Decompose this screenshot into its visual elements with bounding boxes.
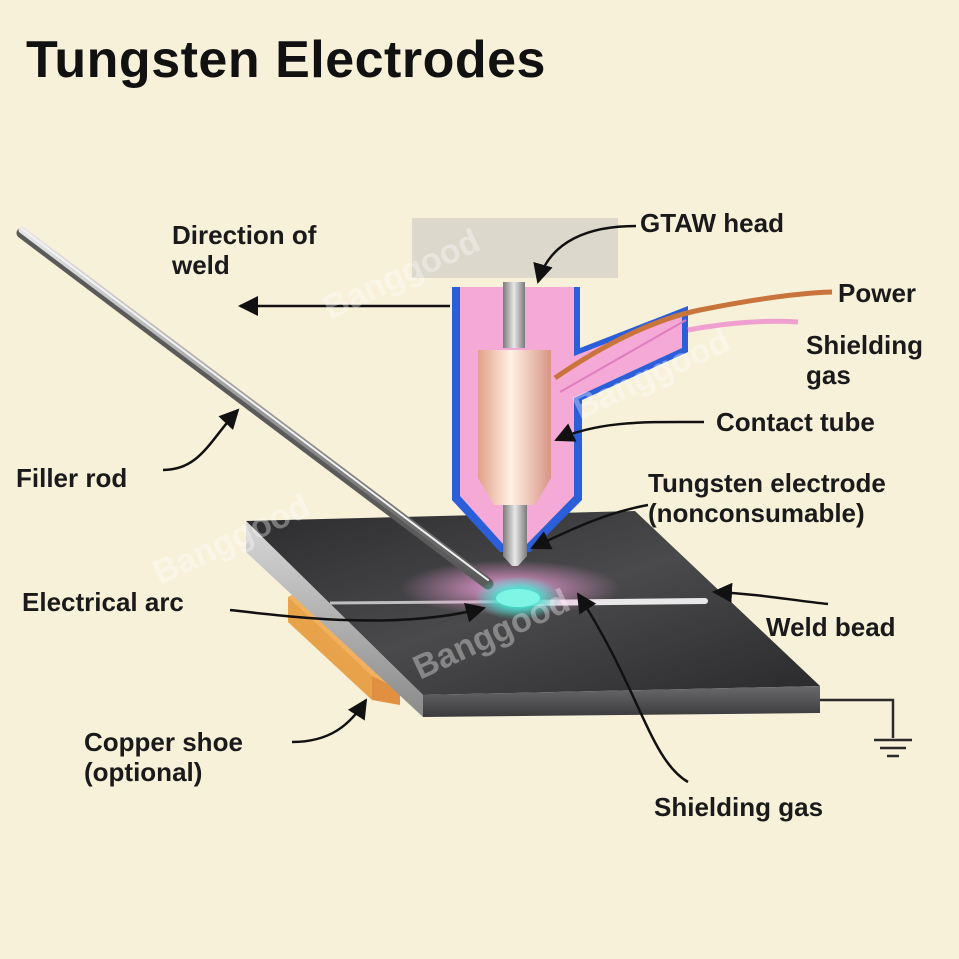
label-copper-shoe: Copper shoe (optional): [84, 727, 243, 787]
contact-tube-leader: [554, 420, 705, 442]
power-cable: [553, 289, 833, 381]
shielding-gas-leader: [576, 592, 689, 784]
label-power: Power: [838, 278, 917, 308]
weld-bead-leader: [712, 582, 829, 606]
copper-shoe-leader: [291, 698, 368, 744]
label-shielding-gas-supply: Shielding gas: [806, 330, 923, 390]
label-filler-rod: Filler rod: [16, 463, 128, 493]
label-gtaw-head: GTAW head: [640, 208, 784, 238]
gtaw-head-leader: [533, 224, 637, 284]
label-shielding-gas: Shielding gas: [654, 792, 824, 822]
label-tungsten-electrode: Tungsten electrode (nonconsumable): [648, 468, 886, 528]
filler-rod-leader: [162, 408, 240, 472]
electrical-arc-leader: [229, 602, 486, 623]
label-electrical-arc: Electrical arc: [22, 587, 184, 617]
label-contact-tube: Contact tube: [716, 407, 875, 437]
label-direction-of-weld: Direction of weld: [172, 220, 317, 280]
contact-tube: [478, 350, 551, 505]
tungsten-electrode-leader: [530, 503, 649, 550]
filler-rod: [16, 226, 494, 590]
gas-hose: [687, 318, 799, 333]
gtaw-head-block: [412, 218, 618, 278]
ground-symbol: [820, 698, 912, 758]
label-weld-bead: Weld bead: [766, 612, 896, 642]
page-title: Tungsten Electrodes: [26, 31, 546, 89]
tungsten-electrode: [503, 282, 525, 348]
